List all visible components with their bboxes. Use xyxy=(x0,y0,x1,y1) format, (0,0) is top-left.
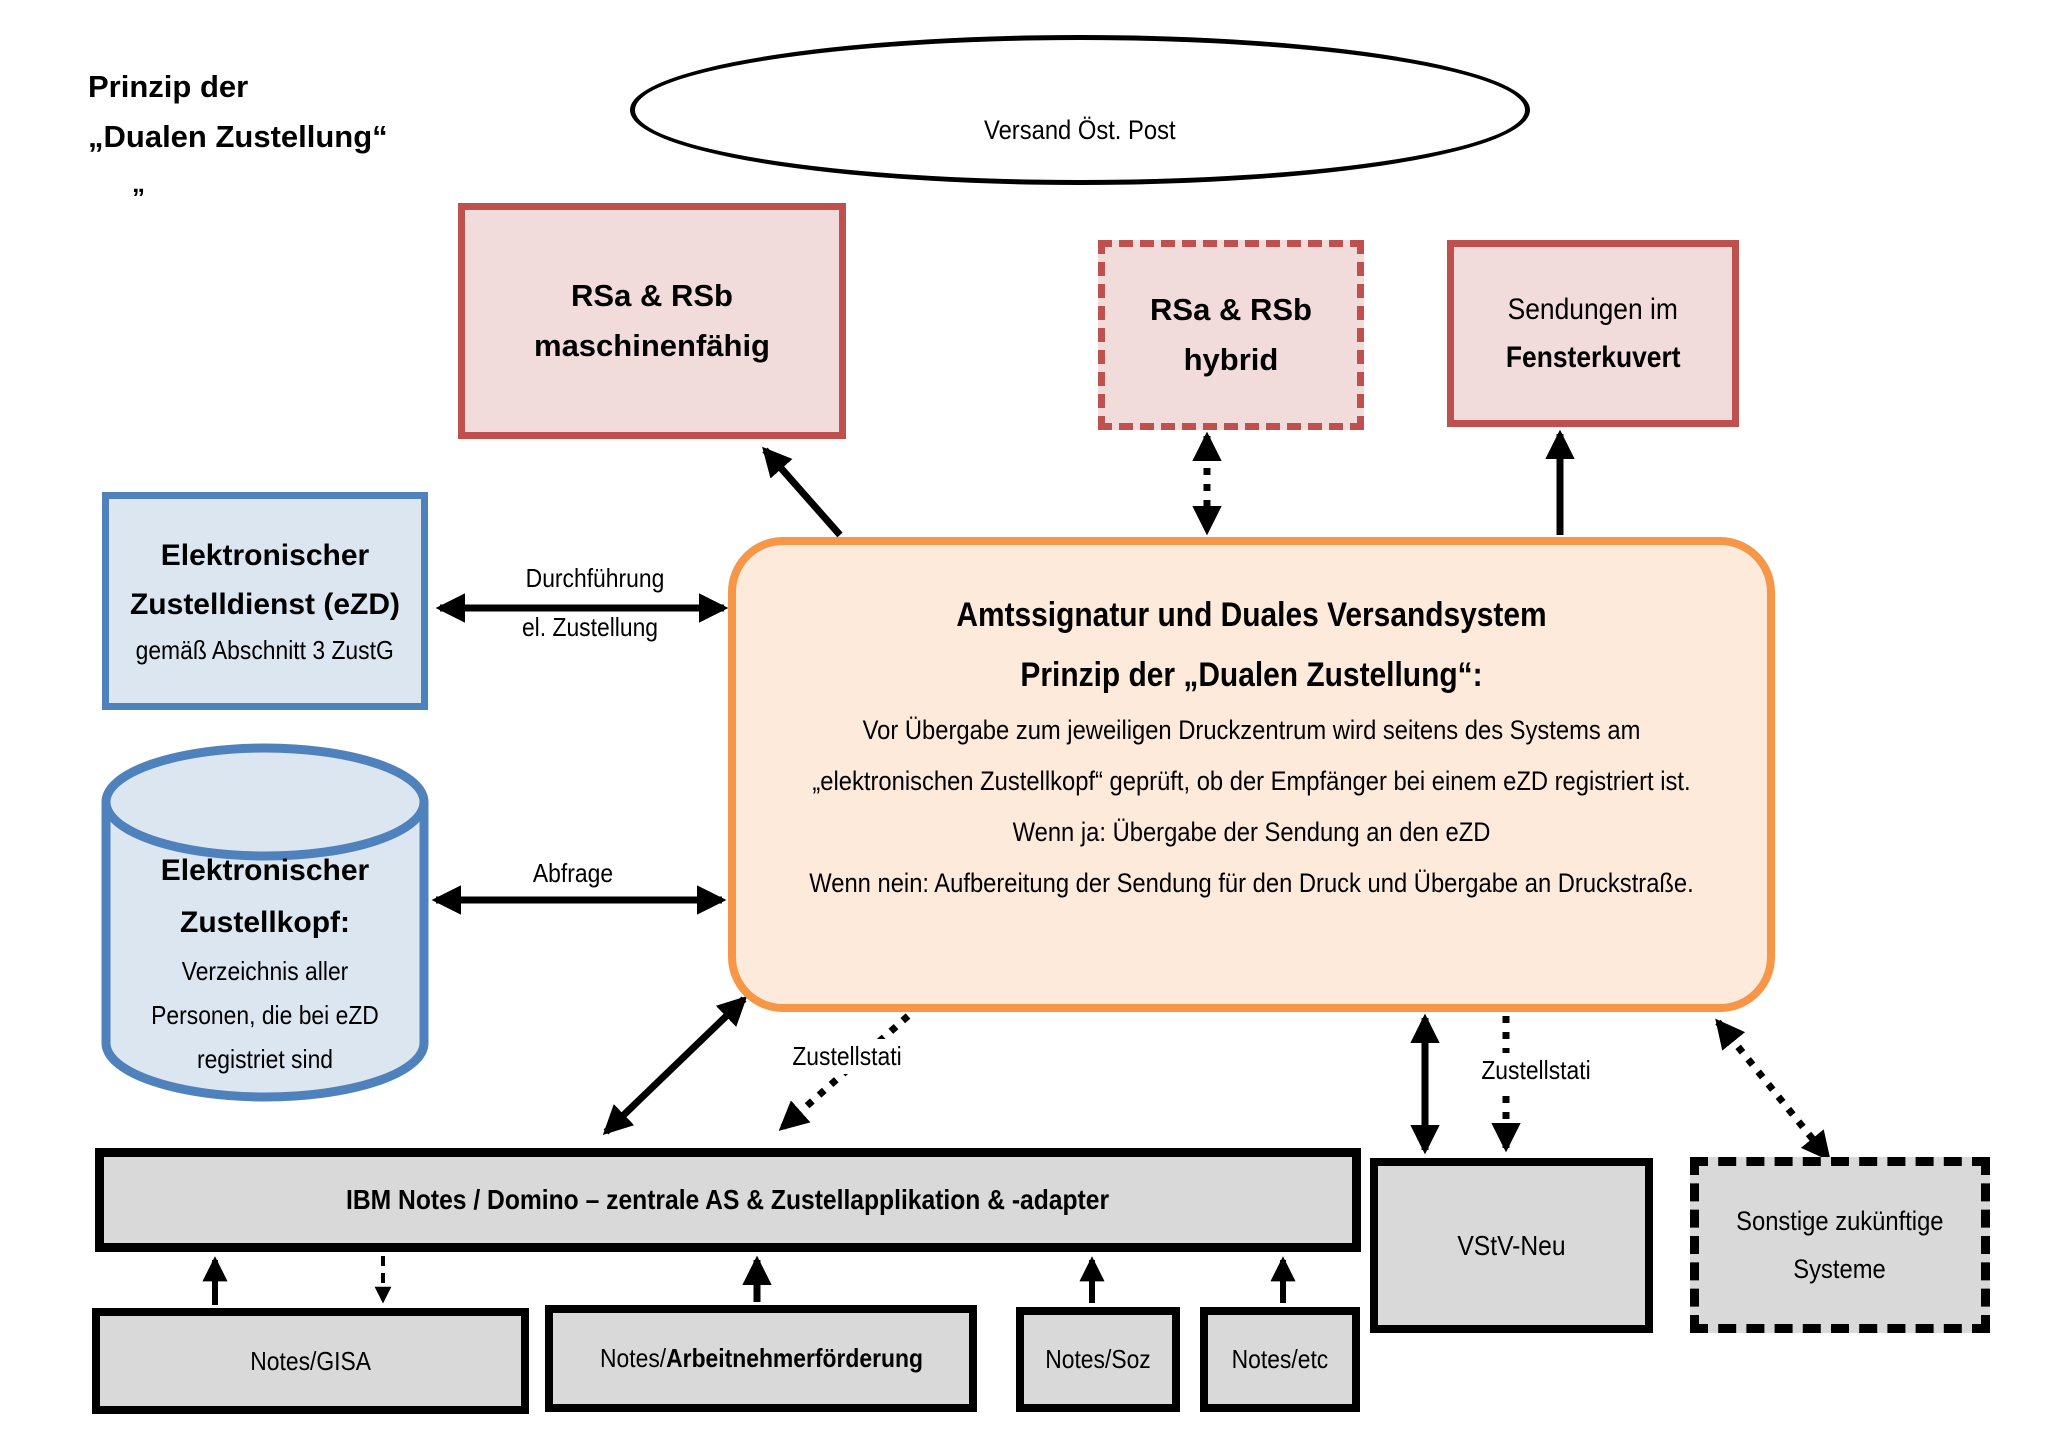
amtssignatur-body4: Wenn nein: Aufbereitung der Sendung für … xyxy=(809,868,1694,898)
box-rsa-rsb-hybrid: RSa & RSb hybrid xyxy=(1098,240,1364,430)
sonstige-line1: Sonstige zukünftige xyxy=(1736,1206,1944,1236)
zustellkopf-line4: Personen, die bei eZD xyxy=(151,1000,379,1030)
versand-post-label: Versand Öst. Post xyxy=(984,114,1176,145)
maschinenfaehig-line1: RSa & RSb xyxy=(571,278,733,313)
sonstige-line2: Systeme xyxy=(1793,1254,1887,1284)
label-zustellstati-right: Zustellstati xyxy=(1446,1053,1626,1088)
box-sonstige-systeme: Sonstige zukünftige Systeme xyxy=(1690,1157,1990,1333)
amtssignatur-body3: Wenn ja: Übergabe der Sendung an den eZD xyxy=(1012,817,1491,847)
label-el-zustellung: el. Zustellung xyxy=(450,612,730,643)
box-amtssignatur-versandsystem xyxy=(728,537,1775,1012)
label-zustellstati-left-text: Zustellstati xyxy=(792,1041,902,1071)
box-notes-soz: Notes/Soz xyxy=(1016,1307,1180,1412)
ezd-line1: Elektronischer xyxy=(160,539,370,572)
notes-arbeit-emphasis: Arbeitnehmerförderung xyxy=(665,1343,923,1373)
box-notes-arbeitnehmerfoerderung: Notes/Arbeitnehmerförderung xyxy=(545,1305,977,1412)
zustellkopf-line2: Zustellkopf: xyxy=(180,906,350,939)
fensterkuvert-line2: Fensterkuvert xyxy=(1505,340,1681,374)
label-abfrage-text: Abfrage xyxy=(532,858,614,888)
box-sendungen-fensterkuvert: Sendungen im Fensterkuvert xyxy=(1447,240,1739,427)
amtssignatur-body2: „elektronischen Zustellkopf“ geprüft, ob… xyxy=(812,766,1691,796)
ibm-notes-label: IBM Notes / Domino – zentrale AS & Zuste… xyxy=(346,1184,1110,1215)
label-zustellstati-right-text: Zustellstati xyxy=(1481,1055,1591,1085)
page-title-line1: Prinzip der xyxy=(88,69,249,104)
box-notes-gisa: Notes/GISA xyxy=(92,1308,529,1414)
notes-arbeit-prefix: Notes/ xyxy=(599,1343,666,1373)
arrow-dashed-amtssignatur-sonstige xyxy=(1715,1018,1831,1162)
arrow-amtssignatur-to-maschinenfaehig xyxy=(762,446,843,538)
amtssignatur-title1: Amtssignatur und Duales Versandsystem xyxy=(956,596,1547,634)
label-abfrage: Abfrage xyxy=(458,858,688,889)
arrow-ibm-amtssignatur xyxy=(602,995,748,1136)
page-title: Prinzip der „Dualen Zustellung“ xyxy=(88,62,548,162)
label-durchfuehrung-text: Durchführung xyxy=(525,563,665,593)
cylinder-top xyxy=(101,743,429,861)
zustellkopf-cylinder xyxy=(101,743,429,1102)
ezd-line3: gemäß Abschnitt 3 ZustG xyxy=(135,635,395,665)
zustellkopf-line1: Elektronischer xyxy=(160,854,370,887)
box-rsa-rsb-maschinenfaehig: RSa & RSb maschinenfähig xyxy=(458,203,846,439)
zustellkopf-line5: registriet sind xyxy=(196,1044,334,1074)
box-vstv-neu: VStV-Neu xyxy=(1370,1158,1653,1333)
amtssignatur-content: Amtssignatur und Duales Versandsystem Pr… xyxy=(728,585,1775,909)
notes-etc-label: Notes/etc xyxy=(1231,1344,1329,1374)
box-notes-etc: Notes/etc xyxy=(1200,1307,1360,1412)
hybrid-line1: RSa & RSb xyxy=(1150,292,1312,327)
stray-quote-mark: „ xyxy=(132,168,145,198)
notes-soz-label: Notes/Soz xyxy=(1045,1344,1151,1374)
hybrid-line2: hybrid xyxy=(1183,342,1279,377)
zustellkopf-line3: Verzeichnis aller xyxy=(181,956,349,986)
amtssignatur-body1: Vor Übergabe zum jeweiligen Druckzentrum… xyxy=(862,715,1641,745)
label-el-zustellung-text: el. Zustellung xyxy=(521,612,659,642)
versand-post-ellipse: Versand Öst. Post xyxy=(630,35,1530,185)
maschinenfaehig-line2: maschinenfähig xyxy=(534,328,770,363)
page-title-line2: „Dualen Zustellung“ xyxy=(88,119,388,154)
label-durchfuehrung: Durchführung xyxy=(455,563,735,594)
label-zustellstati-left: Zustellstati xyxy=(762,1039,932,1074)
cylinder-body xyxy=(101,802,429,1102)
vstv-neu-label: VStV-Neu xyxy=(1457,1229,1566,1261)
box-elektronischer-zustelldienst: Elektronischer Zustelldienst (eZD) gemäß… xyxy=(102,492,428,710)
amtssignatur-title2: Prinzip der „Dualen Zustellung“: xyxy=(1020,656,1483,694)
notes-gisa-label: Notes/GISA xyxy=(250,1345,371,1376)
notes-arbeit-label: Notes/Arbeitnehmerförderung xyxy=(600,1343,923,1374)
fensterkuvert-line1: Sendungen im xyxy=(1507,292,1679,326)
zustellkopf-text: Elektronischer Zustellkopf: Verzeichnis … xyxy=(100,845,430,1081)
box-ibm-notes-domino: IBM Notes / Domino – zentrale AS & Zuste… xyxy=(95,1148,1361,1252)
ezd-line2: Zustelldienst (eZD) xyxy=(129,588,400,621)
